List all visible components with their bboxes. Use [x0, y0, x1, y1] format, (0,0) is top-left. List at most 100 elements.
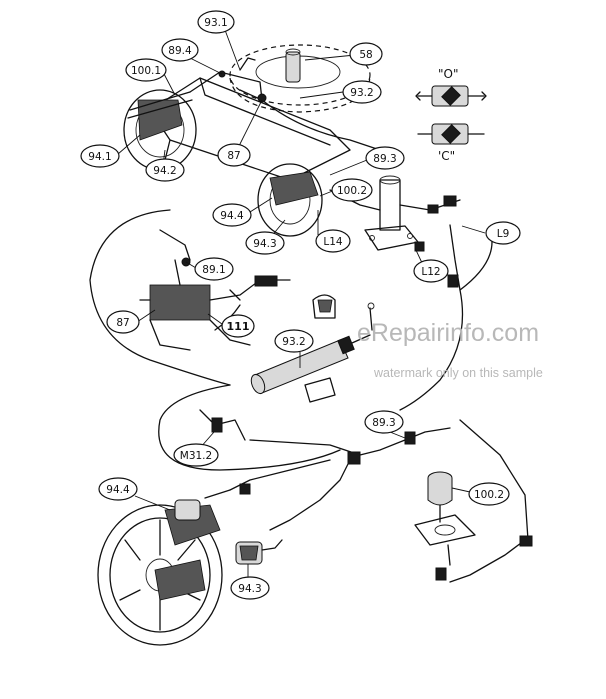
right-hub-disc: [257, 163, 323, 237]
lower-coupler-5: [435, 567, 447, 581]
clamp-bracket: [312, 294, 375, 331]
routing-loop-left: [89, 209, 231, 386]
top-axle-assembly: [123, 44, 381, 237]
leader-94-4-top: [249, 197, 273, 213]
callout-89-1: [194, 257, 234, 281]
accumulator-end: [250, 373, 266, 395]
callout-94-3-top-text: 94.3: [253, 238, 276, 250]
leader-100-2-low: [451, 487, 471, 493]
callout-89-3-low-text: 89.3: [372, 417, 395, 429]
tank-bottom-outline: [229, 77, 371, 113]
callout-m31-2: [173, 443, 219, 467]
leader-58: [304, 54, 356, 61]
watermark-note: watermark only on this sample: [373, 366, 543, 380]
leader-93-2-top: [299, 91, 344, 99]
callout-89-4-text: 89.4: [168, 45, 192, 57]
lower-line-h: [459, 419, 529, 541]
manifold-feed: [159, 229, 191, 286]
callout-100-2-low: [468, 482, 510, 506]
callout-94-4-top: [212, 203, 252, 227]
bolt: [369, 307, 373, 331]
leader-89-4: [189, 57, 223, 75]
leader-L9: [461, 225, 486, 234]
center-manifold: [139, 229, 291, 351]
disc-spokes: [119, 519, 201, 631]
top-line-b: [261, 99, 381, 151]
right-caliper: [269, 171, 319, 206]
callout-93-2-mid-text: 93.2: [282, 336, 305, 348]
lower-brake-line: [199, 409, 533, 583]
lower-line-a: [199, 409, 246, 441]
callout-L12: [413, 259, 449, 283]
callout-94-3-low-text: 94.3: [238, 583, 261, 595]
callout-100-1: [125, 58, 167, 82]
disc-outer: [97, 504, 223, 646]
callout-94-4-low-text: 94.4: [106, 484, 130, 496]
coupler-2: [443, 195, 457, 207]
bolt-head: [367, 302, 375, 310]
lower-coupler-3: [239, 483, 251, 495]
callout-L14: [315, 229, 351, 253]
routing-loop-lower: [158, 384, 341, 471]
callout-94-2: [145, 158, 185, 182]
pedestal-top: [379, 175, 401, 185]
callout-94-4-top-text: 94.4: [220, 210, 244, 222]
callout-87-top: [217, 143, 251, 167]
disc-caliper-cylinder: [174, 499, 201, 521]
callout-94-4-low: [98, 477, 138, 501]
callout-89-1-text: 89.1: [202, 264, 225, 276]
leader-94-1: [117, 134, 141, 155]
sphere-base-ring: [434, 524, 456, 536]
pedestal-post: [379, 179, 401, 231]
callout-58: [349, 42, 383, 66]
top-tee-fitting: [257, 93, 267, 103]
valve-open-arrows: [415, 91, 487, 101]
leader-89-3-top: [329, 159, 368, 176]
leader-87-top: [237, 99, 263, 149]
accumulator-100-2-low: [414, 471, 476, 566]
valve-open-label: "O": [438, 67, 458, 81]
callout-89-3-top: [365, 146, 405, 170]
sphere-base-plate: [414, 514, 476, 546]
callout-L9: [485, 221, 521, 245]
callout-94-2-text: 94.2: [153, 165, 176, 177]
sphere-drain: [447, 544, 451, 566]
leader-94-4-low: [134, 495, 171, 511]
caliper-line: [261, 539, 283, 551]
watermark-brand: eRepairinfo.com: [357, 319, 539, 347]
callout-m31-2-text: M31.2: [180, 450, 212, 462]
callout-L12-text: L12: [421, 266, 440, 278]
left-caliper-pins: [127, 91, 193, 119]
callout-leaders: [117, 29, 486, 578]
callout-87-mid-text: 87: [116, 317, 129, 329]
callout-94-3-top: [245, 231, 285, 255]
callout-87-mid: [106, 310, 140, 334]
leader-93-1-top: [224, 29, 241, 71]
leader-89-1: [185, 261, 197, 269]
bottom-caliper-94-3: [235, 539, 283, 565]
valve-legend: "O" 'C": [415, 67, 487, 163]
sphere-body: [427, 478, 453, 506]
m31-fitting: [211, 417, 223, 433]
disc-pad-block: [154, 559, 206, 601]
manifold-lower-lines: [149, 319, 251, 351]
callout-93-2-mid: [274, 329, 314, 353]
callout-93-1-top: [197, 10, 235, 34]
manifold-coupler: [254, 275, 278, 287]
base-hole-1: [369, 235, 375, 241]
valve-manifold: [149, 284, 211, 321]
leader-111: [207, 313, 223, 325]
callout-100-2-top-text: 100.2: [337, 185, 367, 197]
top-line-a: [189, 71, 263, 101]
base-hole-2: [407, 233, 413, 239]
callout-89-3-top-text: 89.3: [373, 153, 396, 165]
accumulator-93-2: [250, 334, 371, 403]
callouts: 93.1 58 89.4 100.1 93.2 87 94.1 94.2 89.…: [80, 10, 521, 600]
caliper-core: [239, 545, 259, 561]
watermark: eRepairinfo.com watermark only on this s…: [357, 319, 543, 380]
accumulator-line: [351, 334, 371, 344]
callout-100-2-top: [331, 178, 373, 202]
callout-58-text: 58: [359, 49, 372, 61]
disc-inner-rim: [109, 517, 211, 633]
